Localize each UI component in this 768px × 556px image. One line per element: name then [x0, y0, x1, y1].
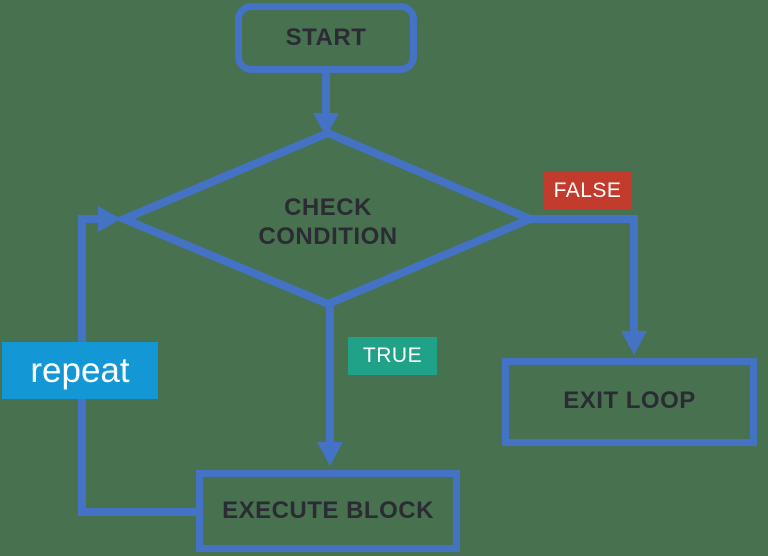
true-branch-badge: TRUE — [348, 337, 437, 375]
repeat-loop-badge: repeat — [2, 342, 158, 399]
arrowhead-down-to-exit-icon — [621, 331, 647, 355]
arrowhead-right-to-condition-icon — [98, 206, 121, 232]
arrowhead-down-to-execute-icon — [317, 442, 343, 466]
exit-node-shape — [502, 358, 757, 446]
start-node-shape — [235, 3, 417, 73]
execute-node-label: EXECUTE BLOCK — [222, 497, 434, 525]
edge-false-branch — [529, 215, 638, 331]
false-branch-badge: FALSE — [543, 172, 632, 209]
arrowhead-down-to-condition-icon — [313, 113, 339, 137]
exit-node-label: EXIT LOOP — [563, 387, 696, 415]
start-node-label: START — [285, 24, 367, 52]
condition-node-label: CHECK CONDITION — [258, 193, 398, 250]
execute-node-shape — [196, 470, 460, 552]
